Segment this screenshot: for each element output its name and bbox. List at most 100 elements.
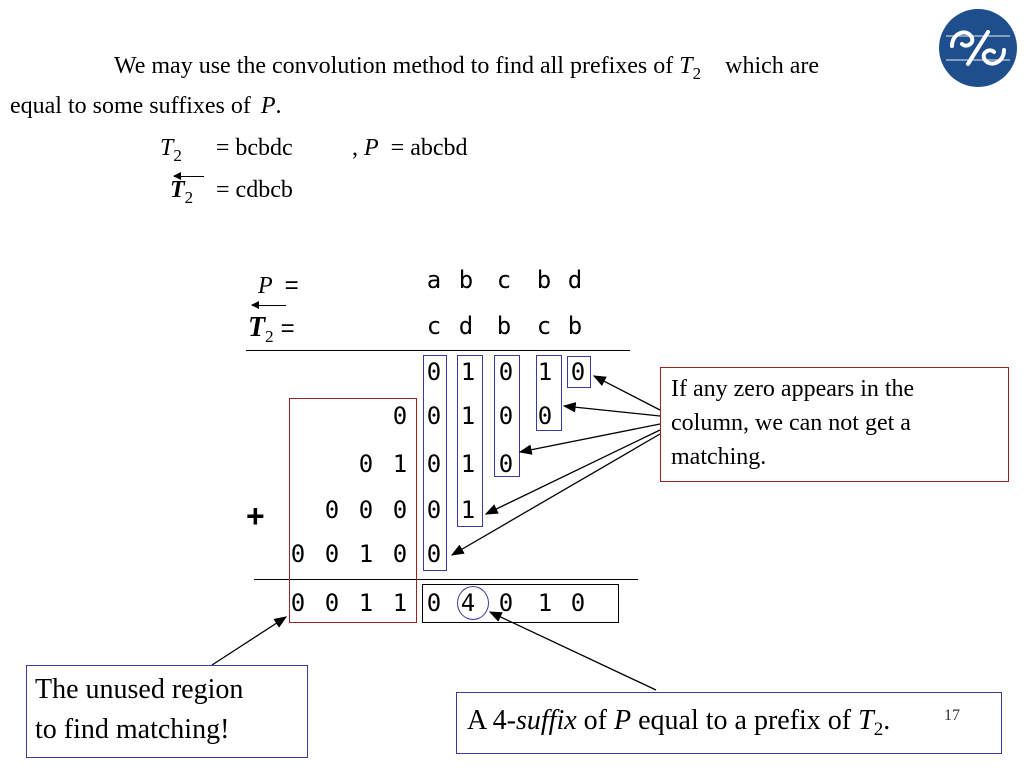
arrow-to-col1 — [450, 433, 661, 556]
column-box-1 — [423, 355, 447, 571]
arrow-to-col5 — [592, 375, 661, 411]
row-digit: 0 — [392, 496, 408, 524]
p-char: d — [567, 266, 583, 294]
row-digit: 0 — [392, 540, 408, 568]
bottom-separator — [254, 579, 638, 580]
page-number: 17 — [944, 707, 960, 724]
table-t-label: T2 = — [248, 312, 295, 353]
plus-sign: + — [246, 498, 265, 534]
intro-line2-text: equal to some suffixes of — [10, 93, 251, 119]
def-rev: T2 — [170, 176, 193, 212]
table-p-eq: = — [284, 272, 299, 299]
unused-note-callout: The unused region to find matching! — [26, 665, 308, 758]
suffix-note-g: 2 — [873, 719, 884, 740]
unused-region-box — [289, 398, 417, 623]
t-char: b — [496, 312, 512, 340]
suffix-note-d: P — [614, 705, 632, 736]
suffix-note-c: of — [583, 705, 607, 736]
intro-line2-var: P — [260, 93, 276, 119]
row-digit: 0 — [426, 358, 442, 386]
def-t2-value: = bcbdc — [215, 135, 293, 161]
row-digit: 1 — [460, 450, 476, 478]
result-digit: 0 — [570, 589, 586, 617]
reverse-arrow-icon — [173, 172, 204, 180]
p-char: b — [536, 266, 552, 294]
arrow-to-unused — [211, 616, 288, 666]
row-digit: 0 — [392, 402, 408, 430]
result-digit: 0 — [426, 589, 442, 617]
def-sep: , — [352, 135, 358, 161]
row-digit: 1 — [460, 402, 476, 430]
table-t-sub: 2 — [265, 327, 274, 346]
intro-line2-tail: . — [275, 93, 282, 119]
t-char: b — [567, 312, 583, 340]
intro-text: We may use the convolution method to fin… — [114, 53, 674, 79]
suffix-note-callout: A 4-suffix of P equal to a prefix of T2. — [456, 692, 1002, 754]
row-digit: 1 — [392, 450, 408, 478]
t-char: c — [426, 312, 442, 340]
row-digit: 0 — [498, 358, 514, 386]
arrow-to-col4 — [562, 402, 661, 417]
row-digit: 0 — [498, 450, 514, 478]
p-char: c — [496, 266, 512, 294]
row-digit: 0 — [570, 358, 586, 386]
table-reverse-arrow-icon — [251, 301, 286, 309]
row-digit: 0 — [324, 540, 340, 568]
def-rev-var: T — [170, 177, 185, 203]
zero-note-text: If any zero appears in the column, we ca… — [671, 376, 915, 470]
column-box-5 — [567, 356, 591, 388]
t-char: d — [458, 312, 474, 340]
row-digit: 0 — [426, 450, 442, 478]
row-digit: 0 — [358, 496, 374, 524]
row-digit: 0 — [324, 496, 340, 524]
def-p-var: P — [364, 135, 379, 161]
result-digit: 4 — [460, 589, 476, 617]
row-digit: 1 — [460, 496, 476, 524]
table-t-var: T — [248, 312, 266, 343]
intro-var-sub: 2 — [692, 64, 702, 83]
def-t2-sub: 2 — [173, 146, 182, 165]
table-t-eq: = — [280, 315, 295, 342]
table-p-label: P = — [258, 272, 299, 300]
row-digit: 0 — [426, 496, 442, 524]
row-digit: 0 — [290, 540, 306, 568]
intro-line-1: We may use the convolution method to fin… — [114, 52, 819, 88]
row-digit: 0 — [537, 402, 553, 430]
p-char: b — [458, 266, 474, 294]
result-digit: 1 — [392, 589, 408, 617]
suffix-note-b: suffix — [516, 705, 577, 736]
intro-line-2: equal to some suffixes of P. — [10, 92, 282, 120]
zero-note-callout: If any zero appears in the column, we ca… — [660, 367, 1009, 482]
logo-icon — [938, 8, 1018, 88]
def-rev-value: = cdbcb — [216, 177, 293, 203]
def-p: , P = abcbd — [352, 134, 468, 162]
row-digit: 1 — [358, 540, 374, 568]
suffix-note-a: A 4- — [467, 705, 516, 736]
row-digit: 1 — [460, 358, 476, 386]
table-p-var: P — [258, 273, 273, 299]
row-digit: 0 — [498, 402, 514, 430]
suffix-note-e: equal to a prefix of — [638, 705, 852, 736]
def-p-value: = abcbd — [390, 135, 468, 161]
unused-note-line-2: to find matching! — [35, 714, 230, 745]
result-digit: 0 — [324, 589, 340, 617]
result-digit: 0 — [290, 589, 306, 617]
def-t2: T2 = bcbdc — [160, 134, 293, 170]
def-t2-var: T — [160, 135, 174, 161]
def-rev-sub: 2 — [184, 188, 194, 207]
result-digit: 0 — [498, 589, 514, 617]
row-digit: 1 — [537, 358, 553, 386]
top-separator — [246, 350, 630, 351]
intro-tail: which are — [725, 53, 820, 79]
suffix-note-f: T — [858, 705, 874, 736]
suffix-note-h: . — [883, 705, 891, 736]
highlight-circle — [457, 586, 489, 620]
row-digit: 0 — [358, 450, 374, 478]
intro-var: T — [679, 53, 693, 79]
result-digit: 1 — [358, 589, 374, 617]
unused-note-line-1: The unused region — [35, 674, 244, 705]
t-char: c — [536, 312, 552, 340]
row-digit: 0 — [426, 402, 442, 430]
row-digit: 0 — [426, 540, 442, 568]
arrow-to-four — [488, 611, 657, 691]
